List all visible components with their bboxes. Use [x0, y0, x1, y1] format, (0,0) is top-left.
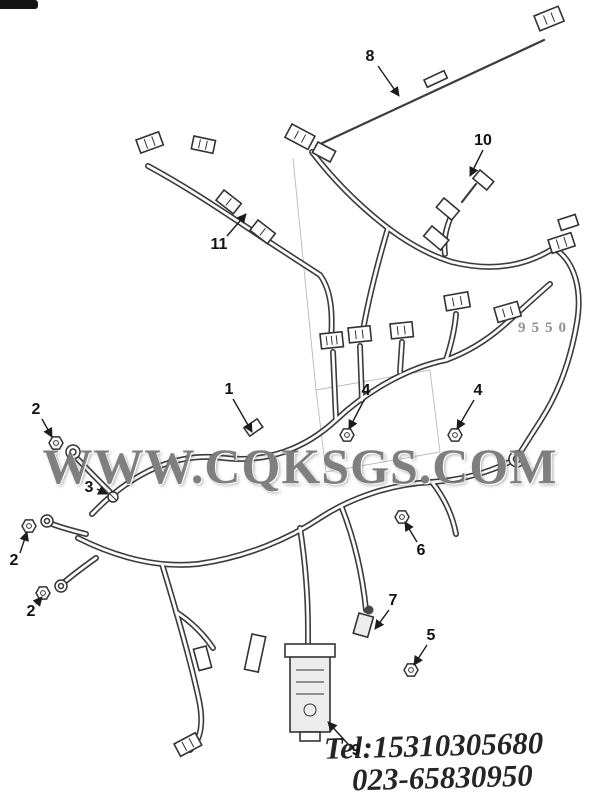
callout-3: 3 — [84, 479, 94, 496]
callout-11: 11 — [210, 236, 228, 253]
relay-assembly — [284, 643, 336, 742]
bottom-connectors — [172, 645, 213, 758]
callout-2b: 2 — [9, 552, 19, 569]
callout-4a: 4 — [361, 382, 371, 399]
leader-lines — [19, 65, 484, 745]
callout-5: 5 — [426, 627, 436, 644]
hex-bolts — [21, 428, 463, 677]
callout-2a: 2 — [31, 401, 41, 418]
harness-tubes-core — [45, 150, 581, 752]
relay-bracket — [243, 633, 267, 674]
scan-artifact — [0, 0, 38, 9]
callout-4b: 4 — [473, 382, 483, 399]
upper-left-connectors — [134, 130, 277, 245]
pressure-sensor — [352, 605, 375, 639]
callout-7: 7 — [388, 592, 398, 609]
right-edge-connectors — [546, 213, 580, 255]
partial-watermark: 9550 — [518, 320, 572, 336]
footer-phone-2: 023-65830950 — [351, 757, 534, 798]
harness-clamp — [242, 417, 264, 438]
branch-connectors — [319, 290, 523, 350]
callout-8: 8 — [365, 48, 375, 65]
screw — [107, 491, 119, 503]
ring-terminals — [40, 444, 526, 593]
callout-9: 9 — [351, 742, 361, 759]
jumper-cable — [283, 5, 566, 164]
callout-10: 10 — [474, 132, 492, 149]
callout-2c: 2 — [26, 603, 36, 620]
item10-connectors — [422, 168, 495, 252]
callout-6: 6 — [416, 542, 426, 559]
callout-1: 1 — [224, 381, 234, 398]
